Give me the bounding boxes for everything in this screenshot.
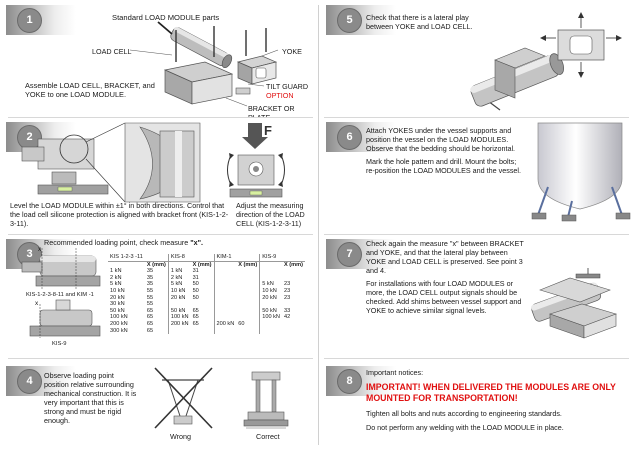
load-module-parts-drawing xyxy=(129,21,279,107)
lateral-play-drawing xyxy=(470,12,622,111)
load-cell-label: LOAD CELL xyxy=(92,47,132,56)
separator xyxy=(324,234,629,235)
step-title: Standard LOAD MODULE parts xyxy=(112,13,220,22)
step-5-panel: 5 Check that there is a lateral play bet… xyxy=(320,0,638,117)
step-number-badge: 8 xyxy=(337,369,362,394)
step-paragraph: Mark the hole pattern and drill. Mount t… xyxy=(366,157,522,175)
correct-label: Correct xyxy=(256,432,280,441)
step-paragraph: For installations with four LOAD MODULES… xyxy=(366,279,522,315)
vessel-drawing xyxy=(531,122,631,222)
step-text: Assemble LOAD CELL, BRACKET, and YOKE to… xyxy=(25,81,155,99)
measure-x-label: x xyxy=(38,246,42,253)
step-number-badge: 7 xyxy=(337,242,362,267)
force-drawing xyxy=(227,123,285,198)
yoke-drawing xyxy=(236,28,278,85)
step-paragraph: Attach YOKES under the vessel supports a… xyxy=(366,126,516,153)
separator xyxy=(8,117,313,118)
force-label: F xyxy=(264,123,272,138)
step-text: Attach YOKES under the vessel supports a… xyxy=(366,126,526,179)
step-number-badge: 6 xyxy=(337,125,362,150)
yoke-detail xyxy=(540,12,622,78)
step-2-panel: 2 xyxy=(0,117,318,234)
step-text: Check again the measure "x" between BRAC… xyxy=(366,239,528,319)
separator xyxy=(324,117,629,118)
correct-example xyxy=(243,371,289,429)
step-number-badge: 5 xyxy=(337,8,362,33)
loading-point-table: KIS 1-2-3 -11 KIS-8 KIM-1 KIS-9 X (mm) X… xyxy=(108,254,305,335)
transport-warning: IMPORTANT! WHEN DELIVERED THE MODULES AR… xyxy=(366,382,616,403)
column-divider xyxy=(318,5,319,445)
step-text: Observe loading point position relative … xyxy=(44,371,137,425)
step-title: Recommended loading point, check measure… xyxy=(44,238,204,247)
step-1-panel: 1 Standard LOAD MODULE parts LOAD CELL Y… xyxy=(0,0,318,117)
zoom-detail xyxy=(124,122,201,203)
step-4-panel: 4 Observe loading point position relativ… xyxy=(0,358,318,451)
wrong-label: Wrong xyxy=(170,432,192,441)
loading-point-drawing xyxy=(21,248,101,338)
step-7-panel: 7 Check again the measure "x" between BR… xyxy=(320,234,638,358)
measure-x-label: x xyxy=(35,300,39,307)
separator xyxy=(324,358,629,359)
step-text-left: Level the LOAD MODULE within ±1° in both… xyxy=(10,201,229,228)
step-paragraph: Check again the measure "x" between BRAC… xyxy=(366,239,524,275)
yoke-label: YOKE xyxy=(282,47,302,56)
shim-adjustment-drawing xyxy=(531,268,617,339)
model-label: KIS-9 xyxy=(52,341,67,347)
step-title: Important notices: xyxy=(366,368,424,377)
model-label: KIS-1-2-3-8-11 and KIM -1 xyxy=(26,292,94,298)
step-text: Check that there is a lateral play betwe… xyxy=(366,13,473,31)
step-number-badge: 1 xyxy=(17,8,42,33)
step-number-badge: 4 xyxy=(17,369,42,394)
notice-line: Do not perform any welding with the LOAD… xyxy=(366,423,564,432)
wrong-example xyxy=(154,367,213,429)
step-8-panel: 8 Important notices: IMPORTANT! WHEN DEL… xyxy=(320,358,638,451)
notice-line: Tighten all bolts and nuts according to … xyxy=(366,409,562,418)
tilt-guard-label: TILT GUARD xyxy=(266,82,309,91)
option-label: OPTION xyxy=(266,91,294,100)
step-3-panel: 3 Recommended loading point, check measu… xyxy=(0,234,318,358)
step-6-panel: 6 Attach YOKES under the vessel supports… xyxy=(320,117,638,234)
bracket-label: BRACKET OR PLATE xyxy=(248,104,295,117)
step-text-right: Adjust the measuring direction of the LO… xyxy=(236,201,305,228)
construction-comparison-drawing xyxy=(154,367,289,429)
leveling-drawing xyxy=(21,122,285,203)
separator xyxy=(8,358,313,359)
separator xyxy=(8,234,313,235)
